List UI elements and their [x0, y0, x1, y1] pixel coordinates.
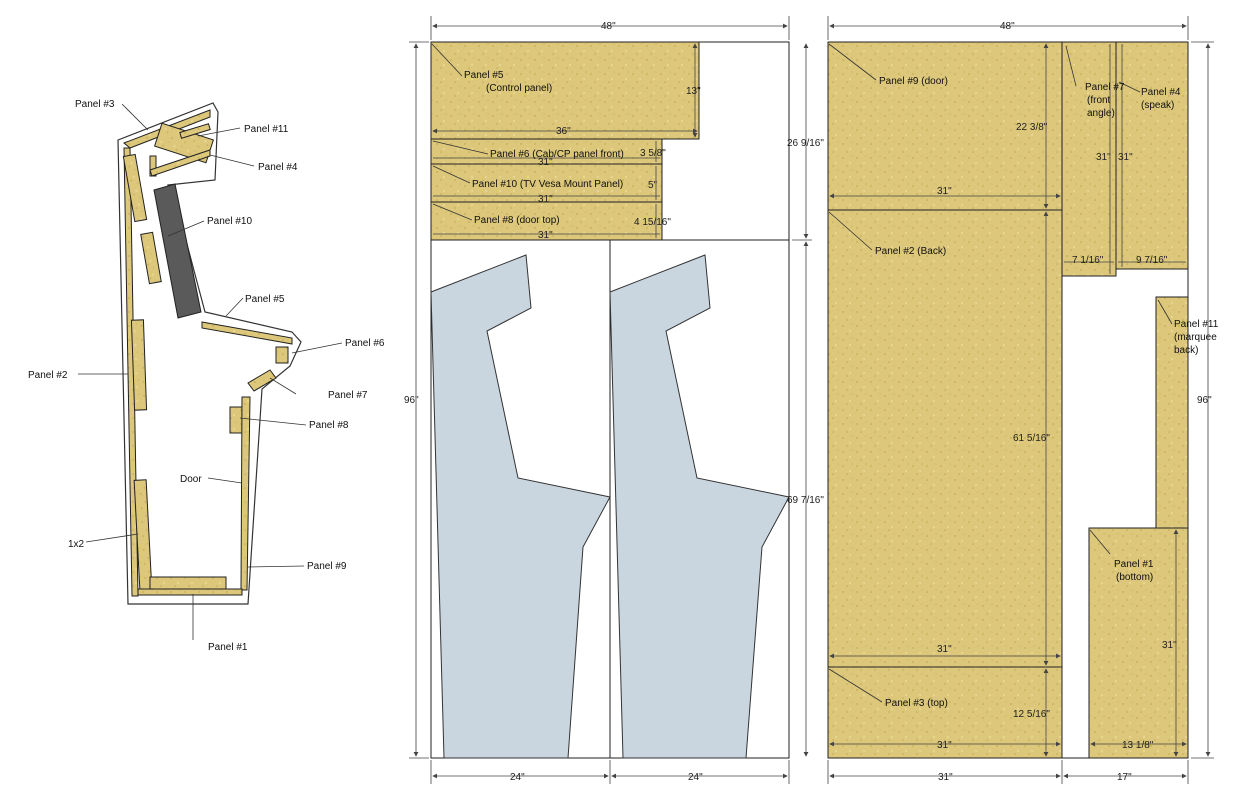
sheet2-panel4-line2: (speak) [1141, 100, 1174, 111]
sheet1-panel10-name: Panel #10 (TV Vesa Mount Panel) [472, 179, 623, 190]
cab-label-panel10: Panel #10 [207, 216, 252, 227]
cab-label-panel2: Panel #2 [28, 370, 68, 381]
sheet2-panel9-height: 22 3/8" [1016, 122, 1048, 133]
sheet2-width-label: 48" [1000, 21, 1015, 32]
sheet2-panel4-name: Panel #4 [1141, 87, 1181, 98]
cab-label-panel4: Panel #4 [258, 162, 298, 173]
sheet1-panel6-height: 3 5/8" [640, 148, 666, 159]
sheet2-panel4-height: 31" [1118, 152, 1133, 163]
cab-label-panel7: Panel #7 [328, 390, 368, 401]
sheet1-width-label: 48" [601, 21, 616, 32]
sheet2-panel2-name: Panel #2 (Back) [875, 246, 946, 257]
cab-label-panel9: Panel #9 [307, 561, 347, 572]
sheet1-panel6 [430, 138, 663, 165]
sheet2-panel3-height: 12 5/16" [1013, 709, 1050, 720]
cabinet-side-left [430, 254, 611, 759]
sheet2-panel1-line2: (bottom) [1116, 572, 1153, 583]
sheet2-panel7-width: 7 1/16" [1072, 255, 1104, 266]
sheet2-panel7-name: Panel #7 [1085, 82, 1125, 93]
sheet2-panel1-height: 31" [1162, 640, 1177, 651]
sheet1-bottom-right: 24" [688, 772, 703, 783]
sheet2-panel1-name: Panel #1 [1114, 559, 1154, 570]
sheet2-panel9-width: 31" [937, 186, 952, 197]
sheet2-bottom-left: 31" [938, 772, 953, 783]
sheet2-panel3-width: 31" [937, 740, 952, 751]
sheet2-panel4 [1115, 41, 1189, 270]
sheet-2: Panel #9 (door) 31" 22 3/8" Panel #2 (Ba… [827, 16, 1219, 784]
sheet-1: Panel #5 (Control panel) 36" 13" Panel #… [404, 16, 824, 784]
sheet1-height-label: 96" [404, 395, 419, 406]
sheet2-panel7-line2: (front [1087, 95, 1111, 106]
sheet2-panel7 [1061, 41, 1117, 277]
sheet1-panel5-height: 13" [686, 86, 701, 97]
cab-label-panel5: Panel #5 [245, 294, 285, 305]
sheet1-split-b: 69 7/16" [787, 495, 824, 506]
sheet2-bottom-right: 17" [1117, 772, 1132, 783]
sheet1-panel5-width: 36" [556, 126, 571, 137]
sheet2-panel11-line2: (marquee [1174, 332, 1217, 343]
sheet2-panel11-line3: back) [1174, 345, 1198, 356]
sheet1-panel8-height: 4 15/16" [634, 217, 671, 228]
sheet1-panel5-name: Panel #5 [464, 70, 504, 81]
cabinet-side-right [609, 254, 790, 759]
sheet2-panel7-line3: angle) [1087, 108, 1115, 119]
sheet1-panel5-sub: (Control panel) [486, 83, 552, 94]
sheet1-split-a: 26 9/16" [787, 138, 824, 149]
sheet2-panel2-width: 31" [937, 644, 952, 655]
sheet2-panel1 [1088, 527, 1189, 759]
sheet2-panel3-name: Panel #3 (top) [885, 698, 948, 709]
cab-label-1x2: 1x2 [68, 539, 85, 550]
sheet2-panel7-height: 31" [1096, 152, 1111, 163]
cabinet-illustration: Panel #3 Panel #11 Panel #4 Panel #10 Pa… [28, 99, 385, 653]
cab-label-panel1: Panel #1 [208, 642, 248, 653]
sheet2-panel2 [827, 209, 1063, 668]
sheet2-panel2-height: 61 5/16" [1013, 433, 1050, 444]
sheet2-panel9 [827, 41, 1063, 211]
cab-label-panel6: Panel #6 [345, 338, 385, 349]
sheet1-panel8-name: Panel #8 (door top) [474, 215, 560, 226]
sheet1-bottom-left: 24" [510, 772, 525, 783]
sheet1-panel6-name: Panel #6 (Cab/CP panel front) [490, 149, 624, 160]
cab-label-panel8: Panel #8 [309, 420, 349, 431]
cab-label-door: Door [180, 474, 202, 485]
sheet2-panel11-name: Panel #11 [1174, 319, 1219, 330]
sheet1-panel10-height: 5" [648, 180, 658, 191]
sheet2-panel11 [1155, 296, 1189, 529]
sheet2-panel4-width: 9 7/16" [1136, 255, 1168, 266]
cab-label-panel3: Panel #3 [75, 99, 115, 110]
sheet2-height-label: 96" [1197, 395, 1212, 406]
sheet2-panel1-width: 13 1/8" [1122, 740, 1154, 751]
sheet1-panel10-width: 31" [538, 194, 553, 205]
sheet2-panel9-name: Panel #9 (door) [879, 76, 948, 87]
sheet1-panel5 [430, 41, 700, 140]
sheet1-panel8-width: 31" [538, 230, 553, 241]
cab-label-panel11: Panel #11 [244, 124, 289, 135]
sheet1-panel6-width: 31" [538, 157, 553, 168]
